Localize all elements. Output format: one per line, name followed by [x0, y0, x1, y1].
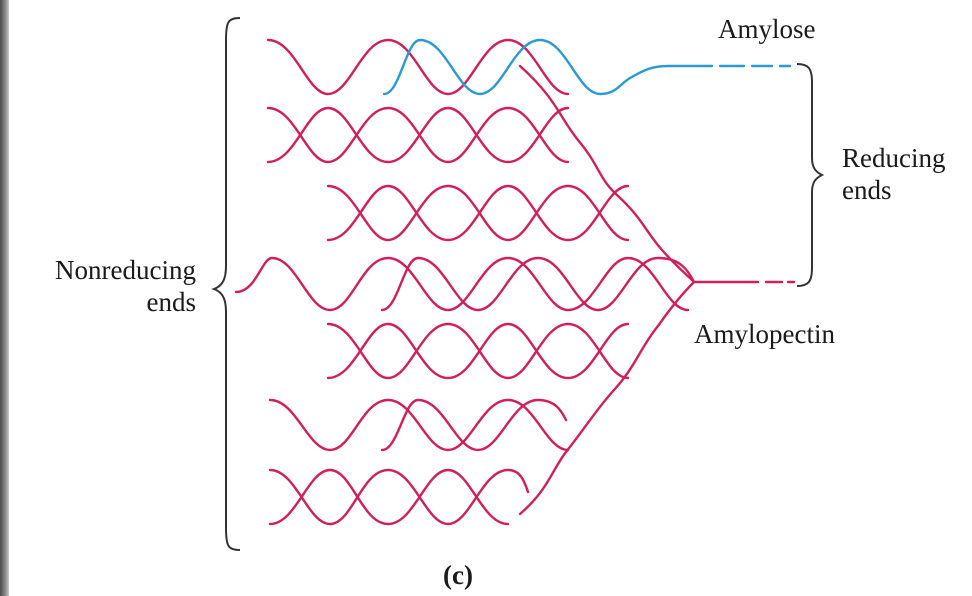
- reducing-ends-label-line1: Reducing: [842, 143, 946, 173]
- amylopectin-row-4-chain-a: [234, 256, 690, 312]
- amylopectin-label: Amylopectin: [694, 319, 835, 349]
- amylopectin-row-2-chain-b: [266, 106, 570, 164]
- panel-label: (c): [443, 560, 473, 590]
- amylopectin-row-6-chain-b: [380, 398, 568, 452]
- amylopectin-row-7-chain-b: [268, 468, 510, 526]
- amylopectin-row-3-chain-b: [326, 184, 630, 242]
- nonreducing-brace: [211, 17, 241, 551]
- amylose-label: Amylose: [718, 14, 816, 44]
- amylose-molecule: [382, 38, 792, 96]
- reducing-ends-label-line2: ends: [842, 175, 892, 205]
- amylopectin-row-6-chain-a: [268, 398, 570, 452]
- reducing-ends-label: Reducing ends: [842, 142, 945, 206]
- amylose-chain: [382, 38, 714, 96]
- reducing-brace: [796, 63, 825, 287]
- page-edge-shadow: [0, 0, 9, 596]
- amylopectin-row-5-chain-b: [326, 322, 630, 380]
- nonreducing-ends-label-line1: Nonreducing: [55, 255, 196, 285]
- amylopectin-row-1-chain-a: [266, 38, 570, 96]
- nonreducing-ends-label-line2: ends: [146, 287, 197, 317]
- amylopectin-row-4-chain-b: [380, 256, 696, 312]
- amylopectin-row-7-chain-a: [268, 468, 530, 526]
- branch-connector-upper: [518, 64, 696, 284]
- branch-connector-lower: [518, 280, 696, 516]
- nonreducing-ends-label: Nonreducing ends: [14, 254, 196, 318]
- amylopectin-molecule: [234, 38, 796, 526]
